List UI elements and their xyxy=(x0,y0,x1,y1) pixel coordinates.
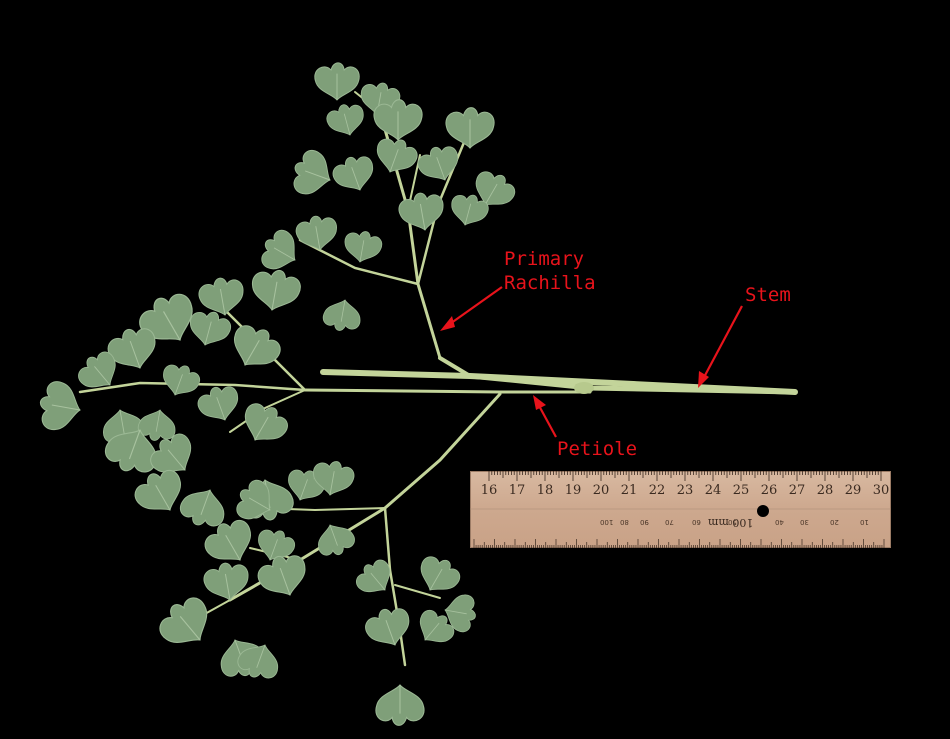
ruler-ticks xyxy=(470,471,891,548)
ruler-number: 22 xyxy=(648,483,666,498)
ruler-bottom-number: 70 xyxy=(665,518,674,526)
petiole xyxy=(303,388,592,394)
ruler-bottom-number: 90 xyxy=(640,518,649,526)
ruler-hole xyxy=(757,505,769,517)
ruler-bottom-number: 10 xyxy=(860,518,869,526)
annotation-arrows xyxy=(440,286,743,438)
ruler-number: 25 xyxy=(732,483,750,498)
ruler-bottom-number: 20 xyxy=(830,518,839,526)
label-rachilla: Rachilla xyxy=(504,272,596,294)
ruler-number: 28 xyxy=(816,483,834,498)
label-petiole: Petiole xyxy=(557,438,638,460)
ruler-number: 18 xyxy=(536,483,554,498)
ruler-number: 23 xyxy=(676,483,694,498)
arrow-primary-rachilla xyxy=(446,286,503,327)
ruler-bottom-number: 60 xyxy=(692,518,701,526)
ruler-number: 20 xyxy=(592,483,610,498)
ruler-number: 26 xyxy=(760,483,778,498)
ruler-number: 21 xyxy=(620,483,638,498)
ruler-number: 30 xyxy=(872,483,890,498)
ruler-number: 29 xyxy=(844,483,862,498)
ruler-bottom-number: 40 xyxy=(775,518,784,526)
ruler: 16 17 18 19 20 21 22 23 24 25 26 27 28 29 30 80 90 100 70… xyxy=(470,471,891,548)
stem-node xyxy=(574,382,594,394)
ruler-number: 16 xyxy=(480,483,498,498)
ruler-bottom-number: 100 xyxy=(600,518,614,526)
ruler-number: 17 xyxy=(508,483,526,498)
leaflets xyxy=(35,62,521,726)
arrow-stem xyxy=(701,305,743,382)
ruler-number: 24 xyxy=(704,483,722,498)
label-primary: Primary xyxy=(504,248,585,270)
ruler-number: 19 xyxy=(564,483,582,498)
label-stem: Stem xyxy=(745,284,791,306)
ruler-unit-label: 100 mm xyxy=(708,516,754,529)
ruler-number: 27 xyxy=(788,483,806,498)
ruler-bottom-number: 30 xyxy=(800,518,809,526)
ruler-bottom-number: 80 xyxy=(620,518,629,526)
